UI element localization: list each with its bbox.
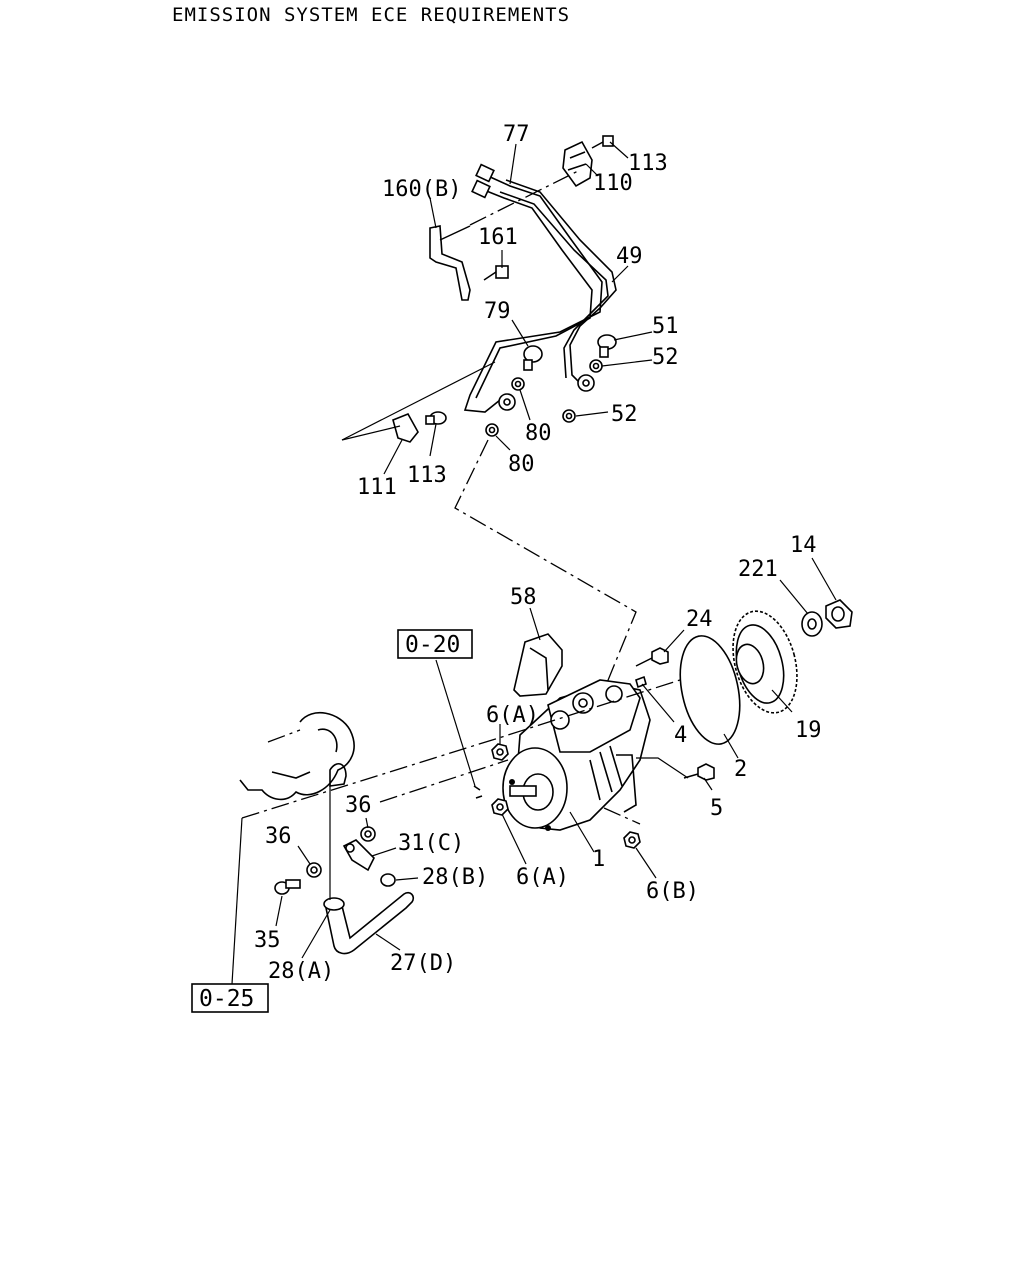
axis-dash-upper bbox=[241, 679, 681, 819]
bolt-51 bbox=[597, 334, 617, 358]
label-leaders bbox=[275, 141, 837, 959]
leader-ref-025 bbox=[231, 817, 243, 985]
label-31c: 31(C) bbox=[398, 831, 464, 856]
nuts-6 bbox=[491, 743, 641, 849]
ref-label-025[interactable]: 0-25 bbox=[199, 986, 254, 1012]
label-27d: 27(D) bbox=[390, 951, 456, 976]
label-52-top: 52 bbox=[652, 345, 679, 370]
label-6a-upper: 6(A) bbox=[486, 703, 539, 728]
bolt-35 bbox=[274, 879, 301, 895]
fitting-31c bbox=[342, 839, 375, 872]
pump-body-1 bbox=[502, 679, 651, 831]
label-80-lower: 80 bbox=[508, 452, 535, 477]
label-51: 51 bbox=[652, 314, 679, 339]
injection-pipes bbox=[463, 163, 617, 413]
key-4 bbox=[635, 675, 647, 689]
ref-label-020[interactable]: 0-20 bbox=[405, 632, 460, 658]
leader-dash-clamp bbox=[469, 169, 581, 226]
label-221: 221 bbox=[738, 557, 778, 582]
label-52-bottom: 52 bbox=[611, 402, 638, 427]
bolt-161 bbox=[483, 265, 509, 281]
label-28a: 28(A) bbox=[268, 959, 334, 984]
label-160b: 160(B) bbox=[382, 177, 461, 202]
label-5: 5 bbox=[710, 796, 723, 821]
leader-clamp-111-b bbox=[341, 425, 401, 441]
hose-27d bbox=[325, 891, 415, 955]
label-161: 161 bbox=[478, 225, 518, 250]
ref-box-020[interactable] bbox=[397, 629, 473, 659]
clamp-110 bbox=[562, 140, 593, 188]
axis-dash-6b bbox=[603, 807, 641, 825]
o-ring-2 bbox=[679, 635, 741, 745]
bolt-113-bottom bbox=[425, 411, 447, 425]
label-6a-lower: 6(A) bbox=[516, 865, 569, 890]
leader-clamp-111-a bbox=[341, 361, 496, 441]
label-35: 35 bbox=[254, 928, 281, 953]
nut-14 bbox=[825, 599, 853, 629]
bolt-113-top bbox=[591, 135, 614, 149]
axis-dash-lower bbox=[379, 759, 509, 803]
leader-dash-pipe-to-pump bbox=[454, 439, 637, 691]
washer-221 bbox=[801, 611, 823, 637]
dowel-mark bbox=[473, 785, 483, 799]
bracket-58 bbox=[513, 633, 563, 697]
ref-box-025[interactable] bbox=[191, 983, 269, 1013]
gear-19 bbox=[732, 610, 798, 714]
label-36-left: 36 bbox=[265, 824, 292, 849]
label-14: 14 bbox=[790, 533, 817, 558]
label-6b: 6(B) bbox=[646, 879, 699, 904]
bracket-160b bbox=[429, 225, 471, 301]
label-36-right: 36 bbox=[345, 793, 372, 818]
label-113-top: 113 bbox=[628, 151, 668, 176]
label-113-bottom: 113 bbox=[407, 463, 447, 488]
label-2: 2 bbox=[734, 757, 747, 782]
label-58: 58 bbox=[510, 585, 537, 610]
label-79: 79 bbox=[484, 299, 511, 324]
clamps-28 bbox=[323, 873, 396, 911]
clamp-111 bbox=[392, 412, 419, 443]
label-110: 110 bbox=[593, 171, 633, 196]
washers bbox=[485, 359, 603, 437]
label-4: 4 bbox=[674, 723, 687, 748]
engine-block bbox=[239, 712, 355, 801]
label-77: 77 bbox=[503, 122, 530, 147]
page-title: EMISSION SYSTEM ECE REQUIREMENTS bbox=[172, 4, 570, 26]
label-111: 111 bbox=[357, 475, 397, 500]
label-49: 49 bbox=[616, 244, 643, 269]
bolt-24 bbox=[635, 647, 669, 667]
label-28b: 28(B) bbox=[422, 865, 488, 890]
bolt-5 bbox=[683, 763, 715, 781]
leader-ref-020 bbox=[435, 659, 476, 787]
label-80-upper: 80 bbox=[525, 421, 552, 446]
bolt-79 bbox=[523, 345, 543, 371]
label-1: 1 bbox=[592, 847, 605, 872]
leader-bolt-5 bbox=[636, 757, 689, 779]
label-24: 24 bbox=[686, 607, 713, 632]
label-19: 19 bbox=[795, 718, 822, 743]
